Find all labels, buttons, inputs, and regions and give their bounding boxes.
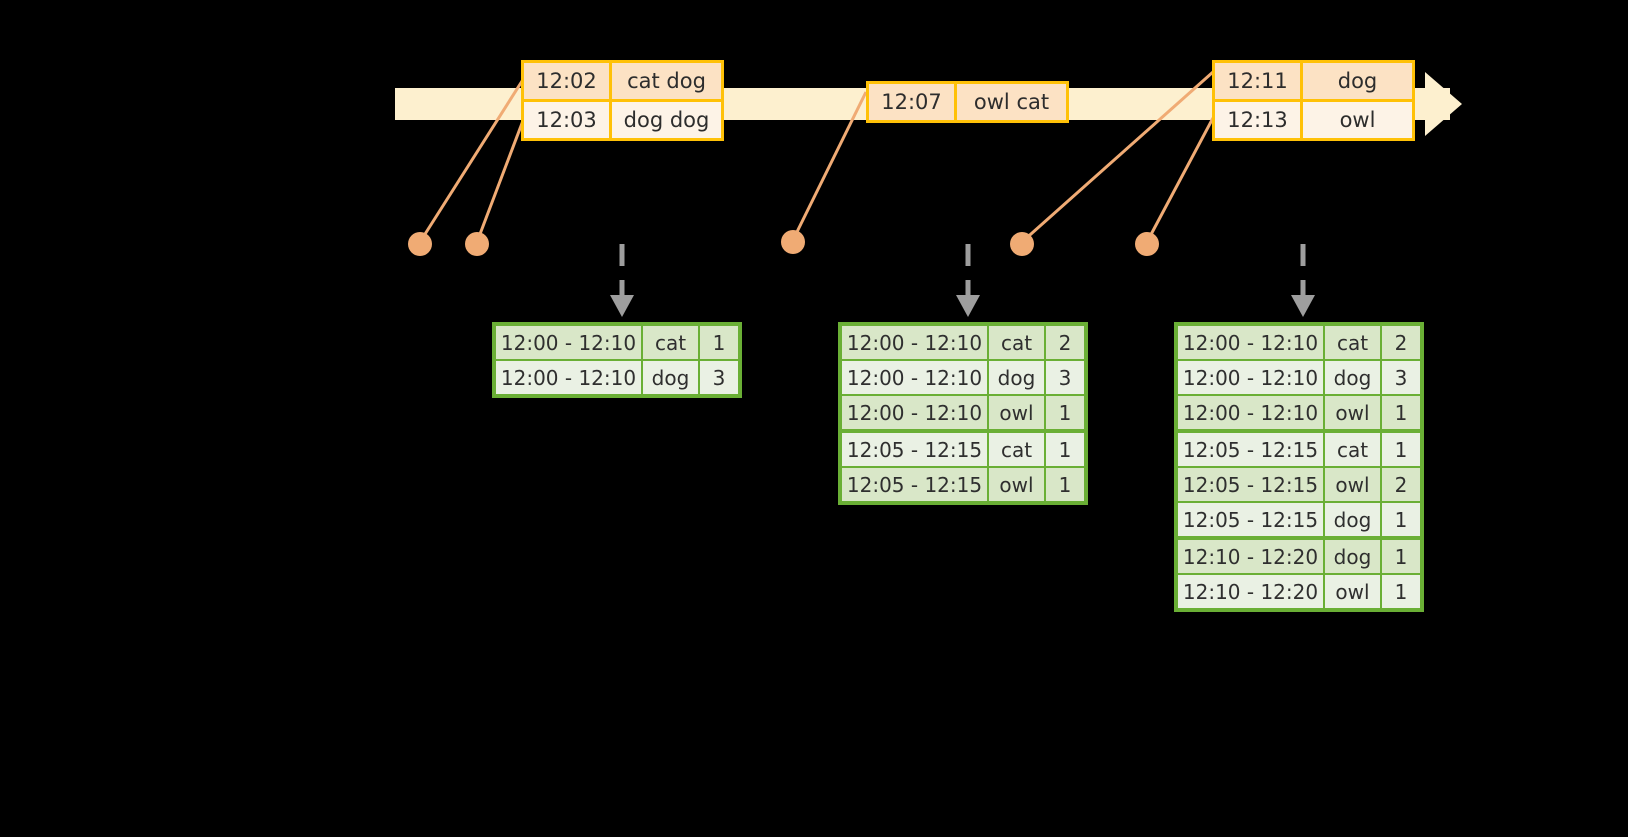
event-marker-dot[interactable] [465, 232, 489, 256]
count-cell: 2 [1382, 468, 1420, 501]
event-row[interactable]: 12:11 dog [1215, 63, 1412, 99]
window-cell: 12:00 - 12:10 [1178, 361, 1323, 394]
word-cell: owl [1325, 468, 1380, 501]
event-words: owl [1300, 102, 1412, 138]
window-cell: 12:00 - 12:10 [842, 396, 987, 429]
count-cell: 3 [1046, 361, 1084, 394]
count-cell: 1 [1382, 540, 1420, 573]
word-cell: cat [643, 326, 698, 359]
window-cell: 12:05 - 12:15 [842, 468, 987, 501]
word-cell: cat [989, 326, 1044, 359]
word-cell: cat [989, 433, 1044, 466]
event-marker-dot[interactable] [408, 232, 432, 256]
window-cell: 12:05 - 12:15 [1178, 468, 1323, 501]
word-cell: owl [1325, 575, 1380, 608]
event-time: 12:13 [1215, 102, 1300, 138]
word-cell: dog [1325, 503, 1380, 536]
event-words: cat dog [609, 63, 721, 99]
count-cell: 1 [1382, 433, 1420, 466]
word-cell: dog [989, 361, 1044, 394]
event-time: 12:07 [869, 84, 954, 120]
word-cell: cat [1325, 326, 1380, 359]
window-cell: 12:05 - 12:15 [842, 433, 987, 466]
event-words: owl cat [954, 84, 1066, 120]
window-cell: 12:00 - 12:10 [1178, 396, 1323, 429]
word-cell: owl [989, 396, 1044, 429]
connector-line-5 [1145, 117, 1215, 243]
event-marker-dot[interactable] [781, 230, 805, 254]
count-cell: 3 [1382, 361, 1420, 394]
count-cell: 1 [1046, 468, 1084, 501]
event-words: dog [1300, 63, 1412, 99]
event-time: 12:02 [524, 63, 609, 99]
event-marker-dot[interactable] [1135, 232, 1159, 256]
event-row[interactable]: 12:07 owl cat [869, 84, 1066, 120]
event-row[interactable]: 12:13 owl [1215, 99, 1412, 138]
event-box-group-3[interactable]: 12:11 dog 12:13 owl [1212, 60, 1415, 141]
window-cell: 12:00 - 12:10 [1178, 326, 1323, 359]
word-cell: owl [989, 468, 1044, 501]
word-cell: dog [1325, 361, 1380, 394]
window-cell: 12:10 - 12:20 [1178, 540, 1323, 573]
event-box-group-2[interactable]: 12:07 owl cat [866, 81, 1069, 123]
event-row[interactable]: 12:03 dog dog [524, 99, 721, 138]
window-cell: 12:10 - 12:20 [1178, 575, 1323, 608]
count-cell: 1 [1046, 396, 1084, 429]
word-cell: dog [643, 361, 698, 394]
event-marker-dot[interactable] [1010, 232, 1034, 256]
count-cell: 1 [700, 326, 738, 359]
event-time: 12:03 [524, 102, 609, 138]
window-cell: 12:00 - 12:10 [496, 326, 641, 359]
dashed-arrow-3 [1291, 244, 1315, 317]
word-cell: cat [1325, 433, 1380, 466]
count-cell: 2 [1046, 326, 1084, 359]
count-cell: 2 [1382, 326, 1420, 359]
word-cell: owl [1325, 396, 1380, 429]
window-cell: 12:05 - 12:15 [1178, 503, 1323, 536]
window-cell: 12:00 - 12:10 [842, 361, 987, 394]
dashed-arrow-1 [610, 244, 634, 317]
count-cell: 1 [1382, 503, 1420, 536]
count-cell: 1 [1382, 575, 1420, 608]
window-cell: 12:00 - 12:10 [842, 326, 987, 359]
connector-line-2 [475, 117, 526, 243]
window-cell: 12:05 - 12:15 [1178, 433, 1323, 466]
count-cell: 1 [1046, 433, 1084, 466]
event-row[interactable]: 12:02 cat dog [524, 63, 721, 99]
count-cell: 1 [1382, 396, 1420, 429]
word-cell: dog [1325, 540, 1380, 573]
event-time: 12:11 [1215, 63, 1300, 99]
dashed-arrow-2 [956, 244, 980, 317]
event-words: dog dog [609, 102, 721, 138]
window-cell: 12:00 - 12:10 [496, 361, 641, 394]
event-box-group-1[interactable]: 12:02 cat dog 12:03 dog dog [521, 60, 724, 141]
count-cell: 3 [700, 361, 738, 394]
